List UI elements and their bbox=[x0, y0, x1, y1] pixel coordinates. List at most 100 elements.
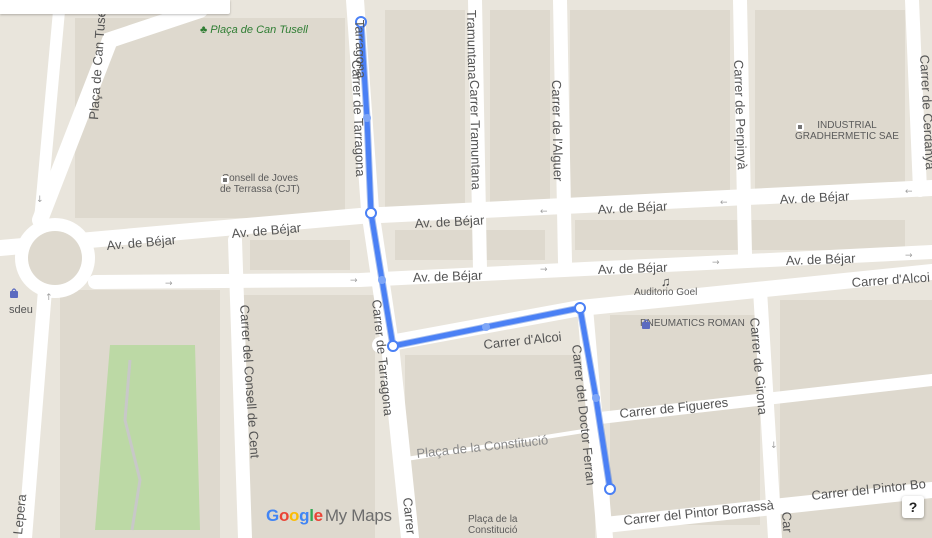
label-carrer-perpinya: Carrer de Perpinyà bbox=[731, 60, 750, 171]
poi-pneumatics-roman-label: PNEUMATICS ROMAN bbox=[640, 318, 745, 329]
park-path bbox=[123, 359, 142, 531]
arrow-right-icon: → bbox=[350, 276, 358, 286]
label-av-bejar-8: Av. de Béjar bbox=[786, 251, 857, 268]
arrow-left-icon: ← bbox=[720, 198, 728, 208]
road-left-lower bbox=[18, 283, 52, 538]
route-vertex[interactable] bbox=[387, 340, 399, 352]
poi-industrial-gradhermetic[interactable]: INDUSTRIAL GRADHERMETIC SAE bbox=[795, 120, 899, 142]
route-midpoint[interactable] bbox=[378, 276, 386, 284]
arrow-right-icon: → bbox=[712, 258, 720, 268]
label-edge-sdeu: sdeu bbox=[9, 304, 33, 316]
road-carrer-perpinya bbox=[733, 0, 752, 262]
poi-consell-joves[interactable]: Consell de Joves de Terrassa (CJT) bbox=[220, 173, 300, 195]
google-logo-letter: e bbox=[313, 506, 323, 525]
block-consell-cent bbox=[240, 295, 375, 538]
label-av-bejar-4: Av. de Béjar bbox=[597, 198, 668, 217]
shopping-bag-icon bbox=[642, 319, 650, 329]
arrow-down-icon: ↓ bbox=[770, 441, 778, 451]
google-logo-letter: G bbox=[266, 506, 279, 525]
block-alguer-perpinya bbox=[570, 10, 730, 200]
arrow-right-icon: → bbox=[905, 251, 913, 261]
label-carrer-tarragona-top-a: Tarragona bbox=[352, 20, 369, 80]
tree-icon: ♣ bbox=[200, 24, 208, 36]
route-vertex-end[interactable] bbox=[604, 483, 616, 495]
poi-placa-constitucio[interactable]: Plaça de la Constitució bbox=[468, 514, 517, 536]
poi-industrial-line1: INDUSTRIAL bbox=[817, 120, 877, 131]
route-vertex-start[interactable] bbox=[355, 16, 367, 28]
arrow-down-icon: ↓ bbox=[36, 195, 44, 205]
road-av-bejar-lower bbox=[88, 245, 932, 289]
poi-pneumatics-roman[interactable]: PNEUMATICS ROMAN bbox=[640, 318, 745, 329]
block-tramuntana-alguer bbox=[490, 10, 550, 210]
poi-placa-constitucio-line1: Plaça de la bbox=[468, 514, 518, 525]
road-pintor-borrassa bbox=[597, 482, 932, 533]
my-maps-text: My Maps bbox=[324, 506, 392, 525]
arrow-left-icon: ← bbox=[905, 187, 913, 197]
poi-auditorio-goel[interactable]: ♫ Auditorio Goel bbox=[634, 274, 698, 298]
poi-placa-constitucio-line2: Constitució bbox=[468, 525, 518, 536]
road-placa-can-tusell bbox=[32, 2, 208, 228]
map-toolbar[interactable] bbox=[0, 0, 230, 14]
label-carrer-tramuntana-a: Tramuntana bbox=[464, 10, 480, 81]
arrow-right-icon: → bbox=[540, 265, 548, 275]
poi-consell-joves-line1: Consell de Joves bbox=[221, 173, 298, 184]
label-carrer-tarragona-top-b: Carrer de Tarragona bbox=[349, 60, 368, 178]
route-vertices[interactable] bbox=[355, 16, 616, 495]
arrow-right-icon: → bbox=[165, 279, 173, 289]
roundabout-center bbox=[28, 231, 82, 285]
label-carrer-car: Car bbox=[779, 511, 795, 534]
label-carrer-alcoi-1: Carrer d'Alcoi bbox=[483, 329, 563, 352]
block-bejar-strip-2 bbox=[395, 230, 545, 260]
label-av-bejar-5: Av. de Béjar bbox=[779, 188, 850, 207]
block-industrial bbox=[755, 10, 905, 190]
poi-industrial-line2: GRADHERMETIC SAE bbox=[795, 131, 899, 142]
google-logo-letter: o bbox=[289, 506, 300, 525]
label-carrer-alcoi-2: Carrer d'Alcoi bbox=[851, 270, 930, 290]
route-midpoint[interactable] bbox=[363, 114, 371, 122]
road-carrer-figueres bbox=[594, 374, 932, 424]
google-logo-text: Google bbox=[266, 506, 323, 525]
label-carrer-alguer: Carrer de l'Alguer bbox=[549, 80, 566, 182]
road-carrer-cerdanya bbox=[905, 0, 927, 197]
block-tarragona-tramuntana bbox=[385, 10, 465, 210]
road-left-vertical bbox=[34, 0, 66, 226]
block-can-tusell bbox=[75, 18, 345, 218]
label-av-bejar-1: Av. de Béjar bbox=[106, 232, 177, 253]
park-area bbox=[95, 345, 200, 530]
label-av-bejar-7: Av. de Béjar bbox=[598, 260, 669, 277]
block-constitucio bbox=[405, 355, 595, 538]
google-logo-letter: g bbox=[299, 506, 310, 525]
poi-auditorio-goel-label: Auditorio Goel bbox=[634, 287, 698, 298]
building-icon bbox=[796, 123, 804, 131]
google-logo-letter: o bbox=[278, 506, 290, 525]
road-consell-cent bbox=[228, 233, 252, 538]
label-av-bejar-3: Av. de Béjar bbox=[414, 212, 485, 231]
block-bejar-strip-1 bbox=[250, 240, 350, 270]
shopping-bag-icon[interactable] bbox=[8, 287, 20, 299]
arrow-up-icon: ↑ bbox=[45, 293, 53, 303]
poi-consell-joves-line2: de Terrassa (CJT) bbox=[220, 184, 300, 195]
route-vertex[interactable] bbox=[574, 302, 586, 314]
label-av-bejar-2: Av. de Béjar bbox=[231, 220, 302, 241]
building-icon bbox=[221, 176, 229, 184]
route-midpoint[interactable] bbox=[482, 323, 490, 331]
one-way-arrows: → → → → → ← ← ← ↓ ↓ ↑ bbox=[36, 187, 913, 451]
route-midpoint[interactable] bbox=[592, 394, 600, 402]
route-vertex[interactable] bbox=[365, 207, 377, 219]
label-carrer-tarragona-bottom: Carrer bbox=[400, 497, 419, 536]
google-logo-letter: l bbox=[309, 506, 314, 525]
poi-placa-can-tusell[interactable]: ♣Plaça de Can Tusell bbox=[200, 24, 308, 36]
label-av-bejar-6: Av. de Béjar bbox=[413, 268, 484, 285]
music-note-icon: ♫ bbox=[660, 274, 671, 289]
road-carrer-alguer bbox=[553, 0, 572, 269]
road-carrer-girona bbox=[753, 283, 782, 538]
label-carrer-tramuntana-b: Carrer Tramuntana bbox=[467, 80, 484, 191]
label-lepera: Lepera bbox=[10, 493, 29, 536]
help-button[interactable]: ? bbox=[902, 496, 924, 518]
road-carrer-tramuntana bbox=[468, 0, 487, 277]
arrow-left-icon: ← bbox=[540, 207, 548, 217]
